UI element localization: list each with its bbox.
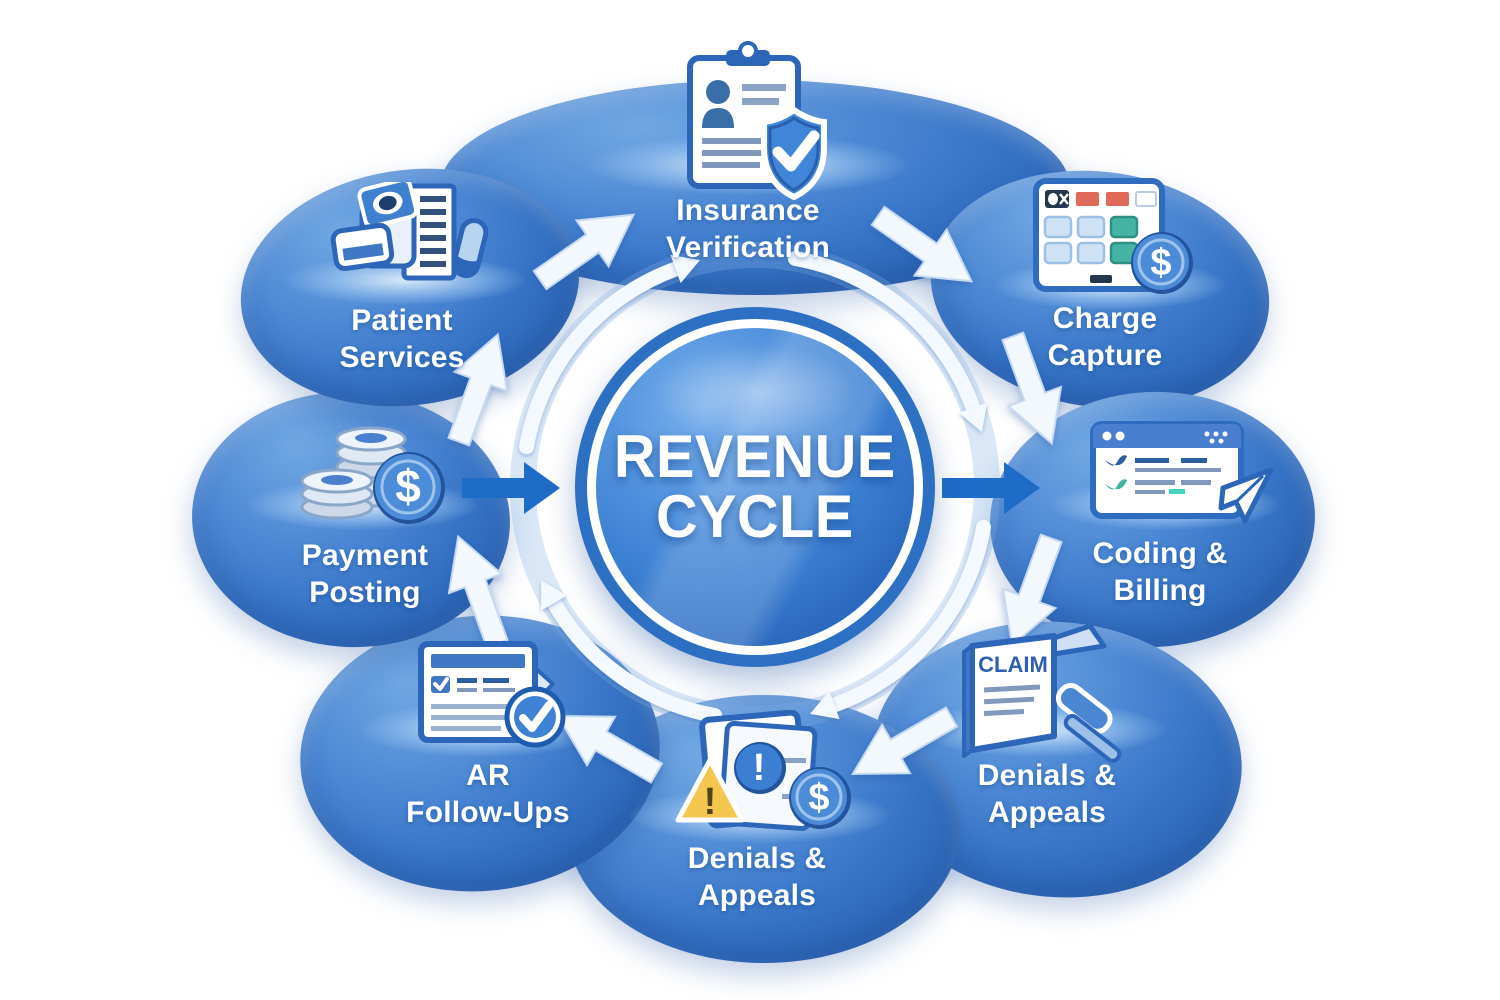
card-reader-receipt-icon bbox=[330, 182, 489, 281]
diagram-title: REVENUE CYCLE bbox=[614, 427, 896, 547]
ring-arrow-arcs bbox=[519, 251, 991, 723]
dollar-sign: $ bbox=[808, 777, 829, 819]
browser-checklist-paper-plane-icon bbox=[1090, 421, 1274, 524]
warning-exclamation: ! bbox=[704, 781, 717, 823]
node-label-charge-capture: Charge Capture bbox=[1047, 302, 1163, 372]
clipboard-person-shield-check-icon bbox=[687, 41, 827, 200]
ring-arrow-heads bbox=[541, 254, 988, 720]
coin-stacks-dollar-icon: $ bbox=[300, 426, 445, 524]
node-label-ar-follow-ups: AR Follow-Ups bbox=[406, 759, 570, 829]
node-label-patient-services: Patient Services bbox=[339, 304, 465, 374]
diagram-title-line1: REVENUE bbox=[614, 423, 896, 490]
checklist-check-badge-icon bbox=[418, 641, 566, 748]
arrow-out-of-center bbox=[942, 462, 1040, 514]
center-circle: REVENUE CYCLE bbox=[596, 328, 914, 646]
node-label-denials-appeals-bottom: Denials & Appeals bbox=[687, 842, 827, 912]
calculator-dollar-coin-icon: $ bbox=[1033, 178, 1193, 294]
exclamation-mark: ! bbox=[753, 747, 766, 789]
node-label-payment-posting: Payment Posting bbox=[301, 539, 429, 609]
dollar-sign: $ bbox=[395, 460, 421, 512]
dollar-sign: $ bbox=[1150, 242, 1171, 284]
claim-document-gavel-icon: CLAIM bbox=[962, 623, 1122, 763]
documents-warning-dollar-icon: ! ! $ bbox=[675, 710, 851, 831]
claim-text: CLAIM bbox=[978, 652, 1048, 677]
node-label-insurance-verification: Insurance Verification bbox=[665, 194, 831, 264]
arrow-into-center bbox=[462, 462, 560, 514]
node-label-denials-appeals-right: Denials & Appeals bbox=[977, 759, 1117, 829]
node-label-coding-billing: Coding & Billing bbox=[1092, 537, 1228, 607]
diagram-title-line2: CYCLE bbox=[656, 483, 854, 550]
